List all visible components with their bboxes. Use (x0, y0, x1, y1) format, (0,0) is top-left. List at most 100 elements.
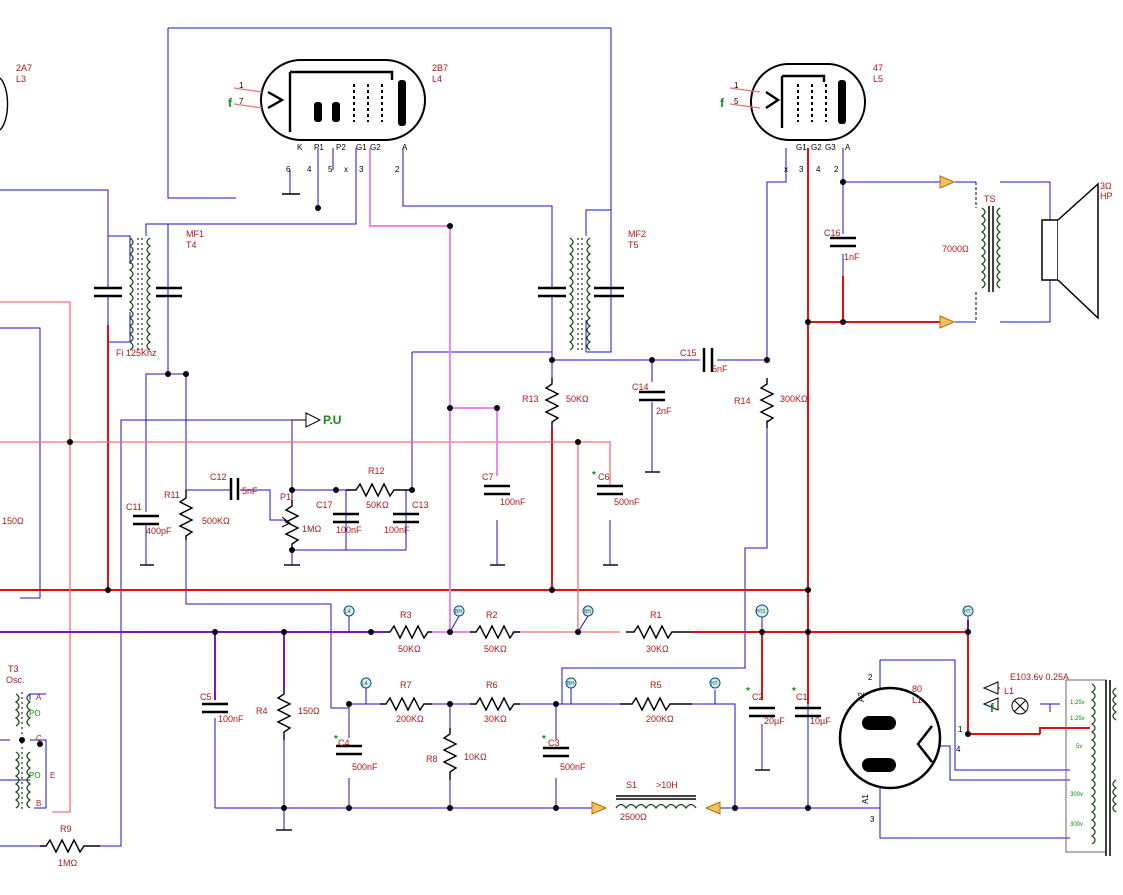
svg-text:1MΩ: 1MΩ (58, 858, 78, 868)
svg-text:R1: R1 (650, 610, 662, 620)
svg-text:C4: C4 (338, 738, 350, 748)
svg-text:300v: 300v (1070, 792, 1083, 798)
svg-text:1,25v: 1,25v (1070, 716, 1085, 722)
svg-text:B: B (36, 799, 41, 808)
svg-text:Osc.: Osc. (6, 675, 25, 685)
svg-text:500KΩ: 500KΩ (202, 516, 230, 526)
tube-l4-type: 2B7 (432, 63, 448, 73)
svg-text:R14: R14 (734, 396, 751, 406)
svg-text:>10H: >10H (656, 780, 678, 790)
tube-l5: f 1 5 x 3 4 2 G1 G2 G3 A 47 L5 (720, 63, 883, 174)
svg-text:500nF: 500nF (560, 762, 586, 772)
svg-text:1MΩ: 1MΩ (302, 524, 322, 534)
svg-text:1,25v: 1,25v (1070, 700, 1085, 706)
svg-text:3.6v 0.25A: 3.6v 0.25A (1026, 672, 1069, 682)
svg-text:BH: BH (567, 681, 574, 687)
resistor-r8: R8 10KΩ (426, 728, 487, 780)
mf1-name: MF1 (186, 229, 204, 239)
svg-text:C16: C16 (824, 228, 841, 238)
capacitor-c2: * C2 20µF (746, 686, 785, 726)
resistor-r11: R11 500KΩ (164, 490, 230, 540)
svg-text:200KΩ: 200KΩ (646, 714, 674, 724)
svg-text:5v: 5v (1076, 744, 1082, 750)
svg-text:x: x (784, 165, 788, 174)
svg-text:100nF: 100nF (218, 714, 244, 724)
svg-text:R12: R12 (368, 466, 385, 476)
svg-text:A: A (845, 143, 851, 152)
svg-text:R8: R8 (426, 754, 438, 764)
svg-text:4: 4 (307, 165, 312, 174)
svg-text:E10: E10 (1010, 672, 1026, 682)
speaker-ref: HP (1100, 191, 1113, 201)
svg-text:A: A (402, 143, 408, 152)
svg-text:R5: R5 (650, 680, 662, 690)
svg-text:S1: S1 (626, 780, 637, 790)
capacitor-c13: C13 100nF (384, 500, 429, 535)
svg-text:*: * (334, 734, 338, 745)
svg-text:50KΩ: 50KΩ (566, 394, 589, 404)
capacitor-c6: * C6 500nF (592, 470, 640, 507)
svg-text:300v: 300v (1070, 822, 1083, 828)
pink-wires (0, 301, 620, 813)
svg-text:PO: PO (29, 709, 41, 718)
svg-text:C1: C1 (796, 692, 808, 702)
ts-value: 7000Ω (942, 244, 969, 254)
svg-text:2: 2 (395, 165, 400, 174)
svg-text:T3: T3 (8, 664, 19, 674)
capacitor-c7: C7 100nF (482, 472, 526, 507)
svg-text:150Ω: 150Ω (298, 706, 320, 716)
capacitor-c11: C11 400pF (126, 502, 172, 540)
svg-text:3: 3 (799, 165, 804, 174)
svg-text:G2: G2 (811, 143, 822, 152)
capacitor-c5: C5 100nF (200, 692, 244, 724)
resistor-r9: R9 1MΩ (40, 824, 100, 868)
mf1-note: Fi 125Khz (116, 348, 157, 358)
svg-text:100nF: 100nF (336, 525, 362, 535)
svg-text:x: x (344, 165, 348, 174)
svg-text:HT: HT (964, 609, 971, 615)
tube-l4: f 1 7 6 4 5 x 3 2 K P1 P2 G1 G2 A 2B7 L4 (228, 59, 448, 174)
testpoints: L4 BH BH HT1 HT L4 BH HT (343, 604, 974, 704)
capacitor-c17: C17 100nF (316, 500, 362, 535)
svg-text:*: * (542, 734, 546, 745)
svg-text:R9: R9 (60, 824, 72, 834)
svg-text:6: 6 (286, 165, 291, 174)
resistor-r3: R3 50KΩ (384, 610, 432, 654)
svg-text:5nF: 5nF (712, 364, 728, 374)
svg-text:5: 5 (734, 97, 739, 106)
svg-text:1: 1 (239, 81, 244, 90)
svg-text:C11: C11 (126, 502, 142, 512)
svg-text:R6: R6 (486, 680, 498, 690)
svg-text:3: 3 (359, 165, 364, 174)
resistor-r1: R1 30KΩ (626, 610, 692, 654)
svg-text:R2: R2 (486, 610, 498, 620)
svg-text:C13: C13 (412, 500, 429, 510)
svg-text:C2: C2 (752, 692, 764, 702)
mf2-name: MF2 (628, 229, 646, 239)
tube-l1-rectifier: 2 A2 A1 3 1 4 80 L1 (838, 673, 963, 824)
capacitor-c15: C15 5nF (680, 348, 728, 374)
svg-text:C5: C5 (200, 692, 212, 702)
speaker-hp: 3Ω HP (1041, 181, 1113, 320)
svg-text:PO: PO (29, 771, 41, 780)
svg-text:7: 7 (239, 97, 244, 106)
svg-text:10µF: 10µF (810, 716, 831, 726)
svg-text:*: * (746, 686, 750, 697)
svg-text:R3: R3 (400, 610, 412, 620)
svg-text:HT: HT (711, 681, 718, 687)
transformer-t3-osc: T3 Osc. A PO C PO E B (6, 664, 55, 810)
svg-text:100nF: 100nF (384, 525, 410, 535)
svg-text:R4: R4 (256, 706, 268, 716)
capacitor-c3: * C3 500nF (542, 734, 586, 772)
l5-filament-mark: f (720, 96, 725, 110)
svg-text:30KΩ: 30KΩ (484, 714, 507, 724)
svg-text:50KΩ: 50KΩ (366, 500, 389, 510)
magenta-wires (369, 148, 498, 633)
resistor-r12: R12 50KΩ (346, 466, 412, 510)
svg-text:HT1: HT1 (756, 609, 766, 615)
svg-text:L4: L4 (345, 609, 351, 615)
svg-text:R7: R7 (400, 680, 412, 690)
svg-text:*: * (592, 470, 596, 481)
svg-text:L1: L1 (1004, 686, 1014, 696)
